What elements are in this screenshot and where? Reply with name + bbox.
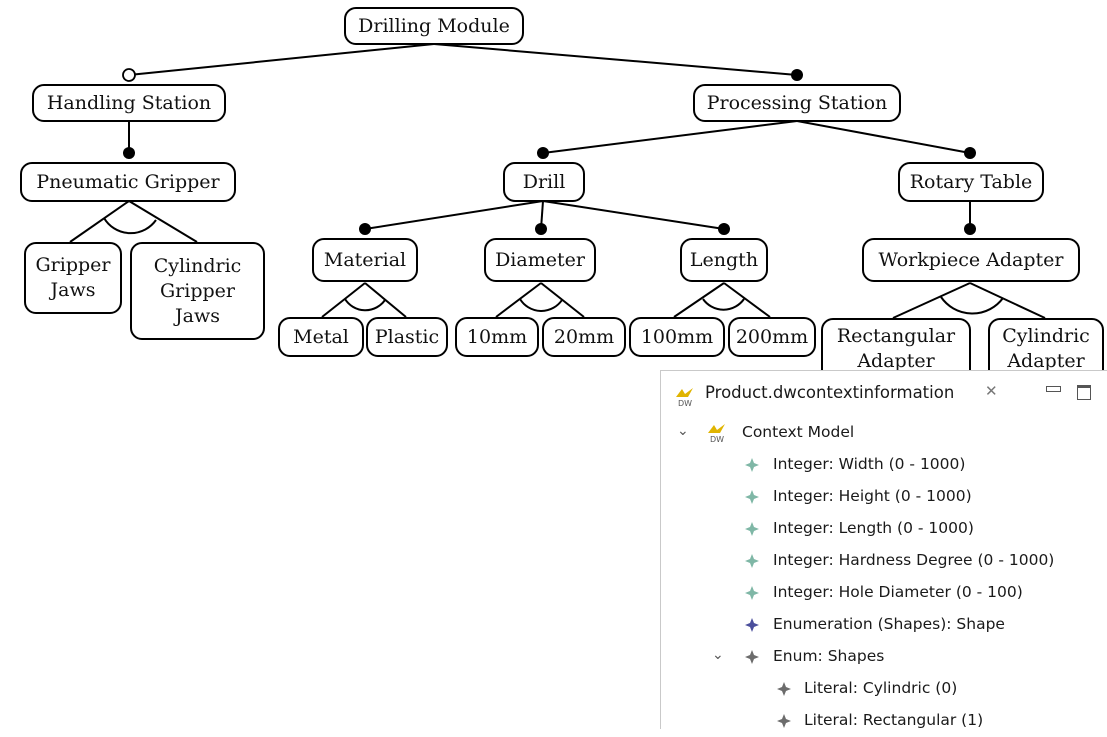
alternative-arc-diameter	[519, 298, 563, 312]
edge-root-processing	[433, 43, 798, 76]
edge-processing-rotary	[796, 120, 971, 154]
edge-drill-material	[364, 200, 544, 230]
mandatory-marker	[123, 147, 135, 159]
tree-item-label: Literal: Cylindric (0)	[804, 679, 958, 697]
feature-200mm[interactable]: 200mm	[728, 317, 816, 357]
dw-context-icon: DW	[708, 424, 725, 443]
feature-material[interactable]: Material	[312, 238, 418, 282]
integer-icon	[745, 554, 759, 568]
chevron-down-icon[interactable]: ⌄	[712, 647, 724, 663]
tree-item-enum-shapes[interactable]: ⌄ Enum: Shapes	[661, 641, 1107, 673]
edge-gripper-cylindric	[128, 200, 198, 243]
literal-icon	[777, 714, 791, 728]
dw-context-icon: DW	[676, 388, 693, 407]
mandatory-marker	[964, 147, 976, 159]
feature-pneumatic-gripper[interactable]: Pneumatic Gripper	[20, 162, 236, 202]
edge-root-handling	[128, 43, 435, 76]
edge-length-200mm	[723, 282, 771, 318]
tree-item-label: Literal: Rectangular (1)	[804, 711, 984, 729]
tab-title[interactable]: Product.dwcontextinformation	[705, 383, 955, 402]
edge-length-100mm	[673, 282, 725, 318]
diagram-connectors	[69, 43, 1046, 319]
feature-rectangular-adapter[interactable]: Rectangular Adapter	[821, 318, 971, 375]
integer-icon	[745, 458, 759, 472]
close-icon[interactable]: ✕	[985, 382, 998, 400]
context-information-view: DW Product.dwcontextinformation ✕ ⌄ DW C…	[660, 370, 1107, 729]
tree-item-label: Integer: Width (0 - 1000)	[773, 455, 966, 473]
enum-icon	[745, 650, 759, 664]
edge-adapter-rectangular	[892, 282, 971, 319]
edge-diameter-20mm	[540, 282, 585, 318]
tree-item-label: Enumeration (Shapes): Shape	[773, 615, 1005, 633]
tree-item-label: Integer: Hole Diameter (0 - 100)	[773, 583, 1023, 601]
feature-handling-station[interactable]: Handling Station	[32, 84, 226, 122]
integer-icon	[745, 522, 759, 536]
mandatory-marker	[359, 223, 371, 235]
alternative-arc-length	[702, 298, 745, 311]
view-tab[interactable]: DW Product.dwcontextinformation ✕	[661, 371, 1107, 417]
tree-item-label: Context Model	[742, 423, 855, 441]
feature-workpiece-adapter[interactable]: Workpiece Adapter	[862, 238, 1080, 282]
tree-item-label: Integer: Height (0 - 1000)	[773, 487, 972, 505]
enumeration-icon	[745, 618, 759, 632]
feature-cylindric-gripper-jaws[interactable]: Cylindric Gripper Jaws	[130, 242, 265, 340]
mandatory-marker	[791, 69, 803, 81]
tree-item[interactable]: Integer: Hole Diameter (0 - 100)	[661, 577, 1107, 609]
tree-item[interactable]: Enumeration (Shapes): Shape	[661, 609, 1107, 641]
integer-icon	[745, 586, 759, 600]
edge-processing-drill	[542, 120, 798, 154]
optional-marker	[122, 68, 136, 82]
mandatory-marker	[537, 147, 549, 159]
tree-item-label: Integer: Hardness Degree (0 - 1000)	[773, 551, 1055, 569]
feature-length[interactable]: Length	[680, 238, 768, 282]
feature-rotary-table[interactable]: Rotary Table	[898, 162, 1044, 202]
edge-drill-length	[542, 200, 725, 230]
svg-text:DW: DW	[710, 435, 724, 443]
edge-diameter-10mm	[495, 282, 542, 318]
tree-item-context-model[interactable]: ⌄ DW Context Model	[661, 417, 1107, 449]
edge-gripper-jaws	[69, 200, 130, 243]
tree-item[interactable]: Integer: Width (0 - 1000)	[661, 449, 1107, 481]
feature-plastic[interactable]: Plastic	[366, 317, 448, 357]
svg-text:DW: DW	[678, 399, 692, 407]
feature-model-diagram: Drilling Module Handling Station Process…	[20, 7, 1104, 375]
maximize-icon[interactable]	[1077, 385, 1091, 400]
tree-item-literal[interactable]: Literal: Cylindric (0)	[661, 673, 1107, 705]
edge-material-metal	[321, 282, 366, 318]
feature-10mm[interactable]: 10mm	[455, 317, 539, 357]
feature-diameter[interactable]: Diameter	[484, 238, 596, 282]
tree-item-literal[interactable]: Literal: Rectangular (1)	[661, 705, 1107, 737]
mandatory-marker	[964, 223, 976, 235]
alternative-arc-gripper	[103, 217, 157, 235]
tree-item-label: Integer: Length (0 - 1000)	[773, 519, 974, 537]
feature-20mm[interactable]: 20mm	[542, 317, 626, 357]
feature-cylindric-adapter[interactable]: Cylindric Adapter	[988, 318, 1104, 375]
alternative-arc-adapter	[940, 296, 1004, 315]
mandatory-marker	[718, 223, 730, 235]
literal-icon	[777, 682, 791, 696]
minimize-icon[interactable]	[1046, 386, 1061, 392]
tree-item-label: Enum: Shapes	[773, 647, 885, 665]
chevron-down-icon[interactable]: ⌄	[677, 423, 689, 439]
tree-item[interactable]: Integer: Height (0 - 1000)	[661, 481, 1107, 513]
alternative-arc-material	[344, 298, 386, 312]
feature-drilling-module[interactable]: Drilling Module	[344, 7, 524, 45]
feature-drill[interactable]: Drill	[503, 162, 585, 202]
tree-item[interactable]: Integer: Hardness Degree (0 - 1000)	[661, 545, 1107, 577]
feature-gripper-jaws[interactable]: Gripper Jaws	[24, 242, 122, 314]
mandatory-marker	[535, 223, 547, 235]
edge-material-plastic	[364, 282, 407, 318]
edge-adapter-cylindric	[969, 282, 1046, 319]
context-tree: ⌄ DW Context Model Integer: Width (0 - 1…	[661, 417, 1107, 737]
tree-item[interactable]: Integer: Length (0 - 1000)	[661, 513, 1107, 545]
feature-processing-station[interactable]: Processing Station	[693, 84, 901, 122]
feature-metal[interactable]: Metal	[278, 317, 364, 357]
integer-icon	[745, 490, 759, 504]
feature-100mm[interactable]: 100mm	[629, 317, 725, 357]
